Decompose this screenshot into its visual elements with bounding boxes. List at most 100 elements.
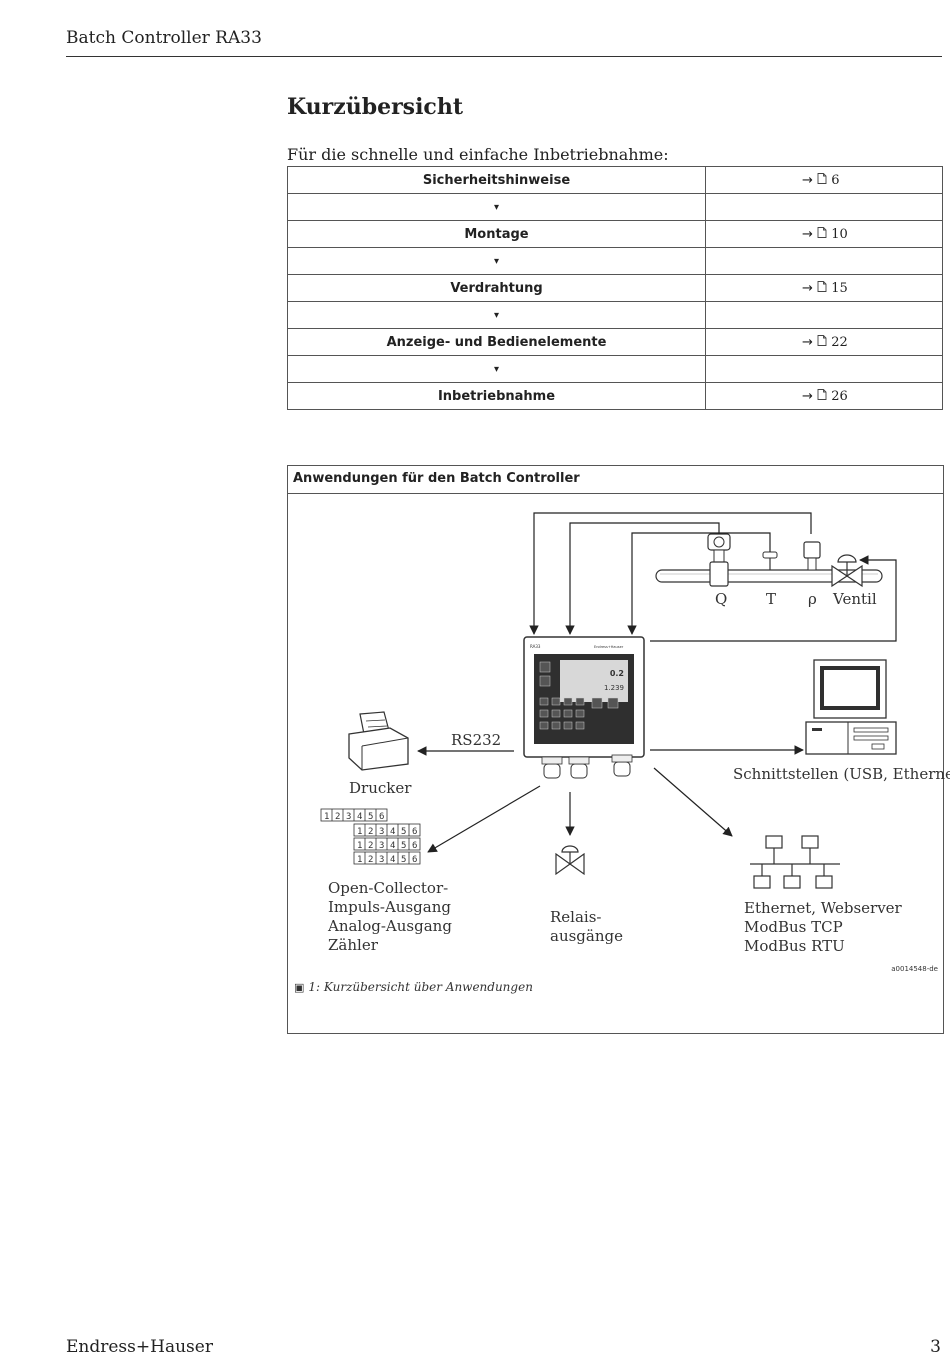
label-outputs: Open-Collector- Impuls-Ausgang Analog-Au… [328,879,452,955]
counter-digit: 5 [401,841,406,851]
table-row: ▾ [287,301,943,329]
label-line: Ethernet, Webserver [744,899,902,917]
page-reference-icon [817,280,827,292]
step-page-ref[interactable]: → 26 [705,382,943,410]
label-ethernet: Ethernet, Webserver ModBus TCP ModBus RT… [744,899,902,956]
counter-digit: 5 [368,812,373,822]
counter-digit: 3 [379,855,384,865]
table-row: ▾ [287,355,943,383]
figure-title: Anwendungen für den Batch Controller [293,471,580,486]
step-page-ref[interactable]: → 10 [705,220,943,248]
down-arrow-icon: ▾ [287,247,706,275]
step-label: Anzeige- und Bedienelemente [287,328,706,356]
running-header: Batch Controller RA33 [66,28,262,48]
table-row: ▾ [287,247,943,275]
page-number: 6 [831,172,840,188]
counter-digit: 2 [368,827,373,837]
flowmeter-icon [707,533,731,587]
table-row: ▾ [287,193,943,221]
counter-digit: 4 [390,855,395,865]
counter-digit: 6 [379,812,384,822]
label-temperature: T [766,590,777,608]
device-brand: Endress+Hauser [594,645,624,649]
counter-digit: 4 [390,841,395,851]
step-page-ref[interactable]: → 22 [705,328,943,356]
label-relays: Relais- ausgänge [550,908,623,946]
device-value-2: 1.239 [604,684,624,692]
page-number: 10 [831,226,848,242]
down-arrow-icon: ▾ [287,301,706,329]
counter-digit: 6 [412,841,417,851]
counter-digit: 3 [379,827,384,837]
header-rule [66,56,942,57]
down-arrow-icon: ▾ [287,193,706,221]
counter-digit: 5 [401,855,406,865]
label-flow: Q [715,590,728,608]
counter-digit: 2 [335,812,340,822]
page-reference-icon [817,226,827,238]
page-number: 3 [930,1337,941,1357]
caption-text: 1: Kurzübersicht über Anwendungen [308,980,533,994]
label-printer: Drucker [349,779,412,797]
application-diagram: 0.2 1.239 RA33 Endress+Hauser [320,512,897,889]
counter-digit: 3 [379,841,384,851]
label-line: ausgänge [550,927,623,945]
device-keypad [539,697,619,730]
figure-header: Anwendungen für den Batch Controller [288,466,943,494]
table-row: Verdrahtung → 15 [287,274,943,302]
table-row: Inbetriebnahme → 26 [287,382,943,410]
label-rs232: RS232 [451,731,502,749]
page-reference-icon [817,388,827,400]
label-line: Impuls-Ausgang [328,898,451,916]
temperature-sensor-icon [762,551,778,570]
down-arrow-icon: ▾ [287,355,706,383]
table-row: Sicherheitshinweise → 6 [287,166,943,194]
counter-digit: 2 [368,841,373,851]
printer-icon [348,711,409,771]
step-label: Inbetriebnahme [287,382,706,410]
computer-icon [805,659,897,755]
label-valve: Ventil [833,590,877,608]
batch-controller-device: 0.2 1.239 RA33 Endress+Hauser [523,636,645,779]
arrow-right-icon: → [802,226,813,242]
label-line: Open-Collector- [328,879,449,897]
counter-digit: 2 [368,855,373,865]
label-line: Zähler [328,936,378,954]
step-label: Montage [287,220,706,248]
table-row: Anzeige- und Bedienelemente → 22 [287,328,943,356]
counter-digit: 1 [357,855,362,865]
figure-icon: ▣ [294,981,305,994]
counter-digit: 1 [357,841,362,851]
counter-digit: 5 [401,827,406,837]
step-page-ref[interactable]: → 6 [705,166,943,194]
density-sensor-icon [803,541,821,571]
counter-digit: 4 [357,812,362,822]
relay-valve-icon [555,845,585,876]
step-page-ref[interactable]: → 15 [705,274,943,302]
label-line: ModBus RTU [744,937,845,955]
counter-digit: 1 [357,827,362,837]
arrow-right-icon: → [802,172,813,188]
table-row: Montage → 10 [287,220,943,248]
footer-brand: Endress+Hauser [66,1337,213,1357]
step-label: Verdrahtung [287,274,706,302]
page-number: 26 [831,388,848,404]
counter-digit: 1 [324,812,329,822]
label-interfaces: Schnittstellen (USB, Ethernet) [733,765,950,783]
page-reference-icon [817,172,827,184]
figure-id: a0014548-de [891,965,938,973]
arrow-right-icon: → [802,280,813,296]
label-line: Analog-Ausgang [328,917,452,935]
page-title: Kurzübersicht [287,94,463,120]
network-icon [750,835,840,889]
application-figure: Anwendungen für den Batch Controller [287,465,950,1034]
page-number: 22 [831,334,848,350]
arrow-right-icon: → [802,334,813,350]
counter-digit: 6 [412,827,417,837]
page-reference-icon [817,334,827,346]
device-model: RA33 [530,644,541,649]
label-line: Relais- [550,908,602,926]
page-number: 15 [831,280,848,296]
valve-icon [831,554,863,588]
